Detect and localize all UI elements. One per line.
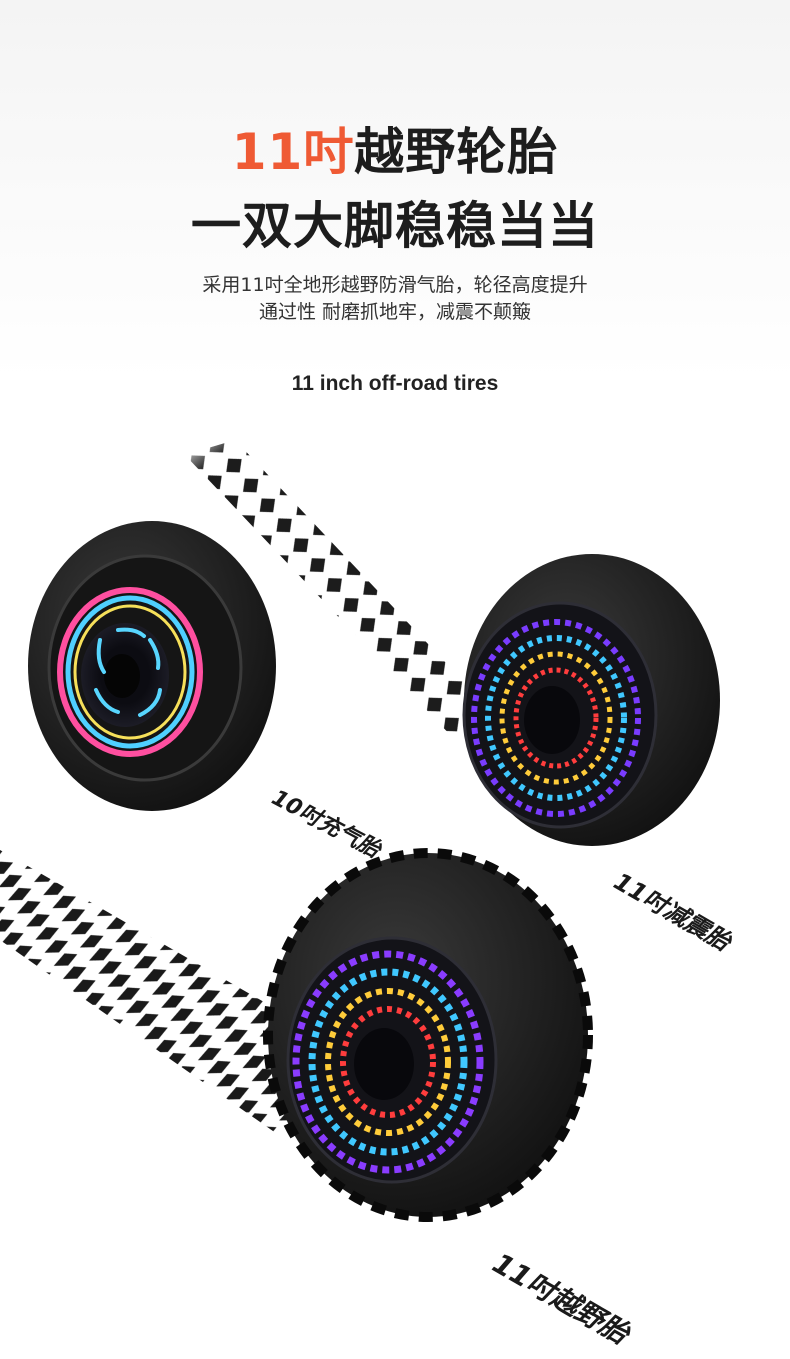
wheel-10-inch bbox=[28, 521, 276, 811]
description-line-2: 通过性 耐磨抓地牢，减震不颠簸 bbox=[258, 301, 532, 323]
heading-accent: 11吋 bbox=[231, 123, 355, 181]
heading-rest: 越野轮胎 bbox=[354, 123, 559, 181]
tire-track-upper bbox=[185, 440, 500, 740]
tire-track-lower bbox=[0, 850, 330, 1150]
subtitle: 11 inch off-road tires bbox=[291, 372, 499, 395]
description: 采用11吋全地形越野防滑气胎，轮径高度提升 通过性 耐磨抓地牢，减震不颠簸 bbox=[0, 272, 790, 326]
wheel-11-inch-shock bbox=[462, 554, 720, 846]
heading-line-1: 11吋越野轮胎 bbox=[0, 112, 790, 184]
description-line-1: 采用11吋全地形越野防滑气胎，轮径高度提升 bbox=[202, 274, 588, 296]
heading-line-2: 一双大脚稳稳当当 bbox=[191, 197, 599, 255]
wheel-11-inch-offroad bbox=[263, 848, 593, 1222]
